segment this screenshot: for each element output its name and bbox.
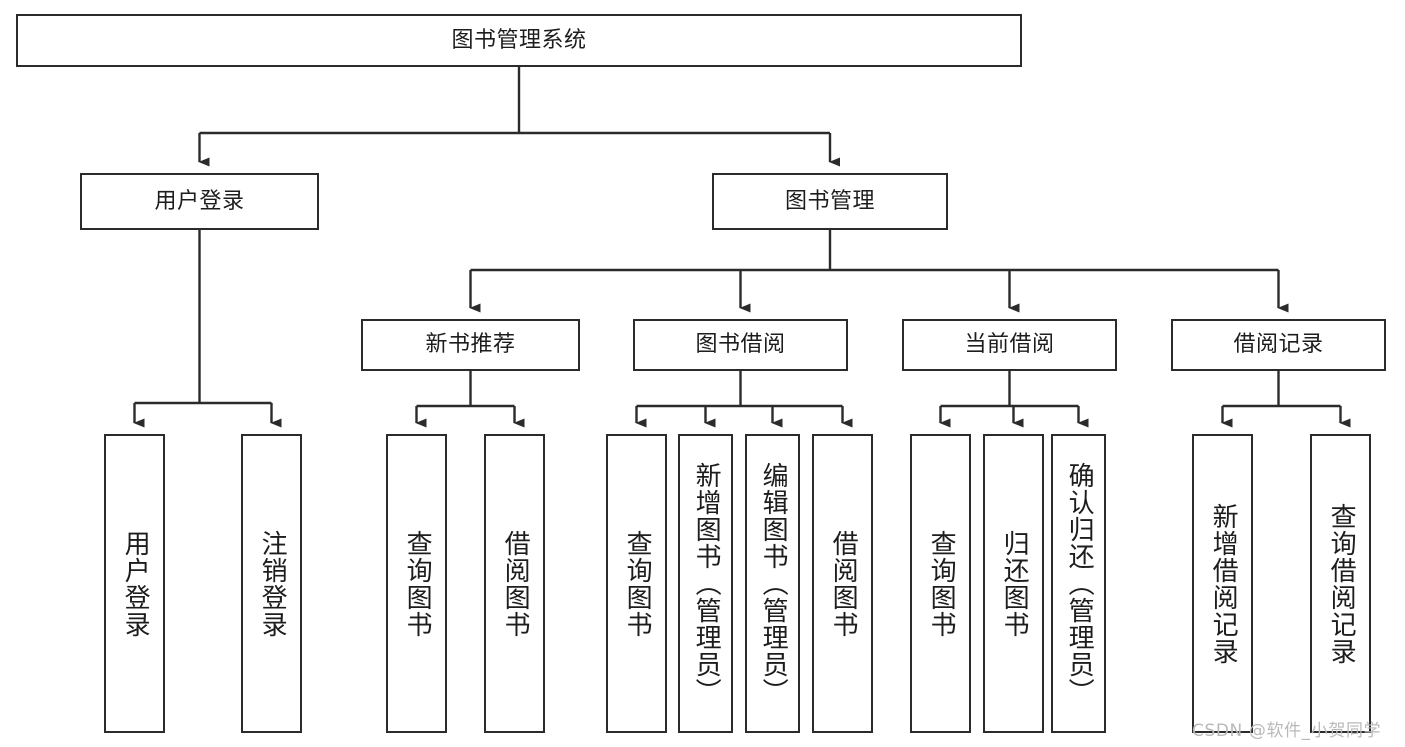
node-label: 确认归还（管理员） — [1064, 462, 1095, 705]
node-leaf-add-book[interactable]: 新增图书（管理员） — [678, 434, 733, 733]
node-current-borrow[interactable]: 当前借阅 — [902, 319, 1117, 371]
node-label: 借阅记录 — [1233, 332, 1324, 358]
node-leaf-query-book-2[interactable]: 查询图书 — [606, 434, 667, 733]
node-label: 注销登录 — [257, 529, 288, 638]
node-leaf-edit-book[interactable]: 编辑图书（管理员） — [745, 434, 800, 733]
node-leaf-query-book-3[interactable]: 查询图书 — [910, 434, 971, 733]
node-label: 编辑图书（管理员） — [758, 462, 789, 705]
node-leaf-user-logout[interactable]: 注销登录 — [241, 434, 302, 733]
node-label: 新增图书（管理员） — [691, 462, 722, 705]
node-book-manage[interactable]: 图书管理 — [712, 173, 948, 230]
node-label: 借阅图书 — [828, 529, 859, 638]
node-label: 查询图书 — [622, 529, 653, 638]
node-borrow-record[interactable]: 借阅记录 — [1171, 319, 1386, 371]
node-label: 新增借阅记录 — [1208, 502, 1239, 665]
node-label: 图书管理系统 — [451, 27, 587, 53]
node-leaf-user-login[interactable]: 用户登录 — [104, 434, 165, 733]
node-label: 查询借阅记录 — [1326, 502, 1357, 665]
node-label: 归还图书 — [999, 529, 1030, 638]
node-leaf-confirm-return[interactable]: 确认归还（管理员） — [1051, 434, 1106, 733]
node-new-book-rec[interactable]: 新书推荐 — [361, 319, 580, 371]
node-label: 新书推荐 — [425, 332, 516, 358]
node-leaf-borrow-book-2[interactable]: 借阅图书 — [812, 434, 873, 733]
node-leaf-query-record[interactable]: 查询借阅记录 — [1310, 434, 1371, 733]
node-label: 用户登录 — [154, 188, 245, 214]
node-label: 图书借阅 — [695, 332, 786, 358]
node-leaf-borrow-book-1[interactable]: 借阅图书 — [484, 434, 545, 733]
node-book-borrow[interactable]: 图书借阅 — [633, 319, 848, 371]
node-label: 借阅图书 — [500, 529, 531, 638]
node-user-login[interactable]: 用户登录 — [80, 173, 319, 230]
node-label: 当前借阅 — [964, 332, 1055, 358]
node-leaf-query-book-1[interactable]: 查询图书 — [386, 434, 447, 733]
node-label: 图书管理 — [784, 188, 875, 214]
node-label: 查询图书 — [926, 529, 957, 638]
node-leaf-return-book[interactable]: 归还图书 — [983, 434, 1044, 733]
node-root[interactable]: 图书管理系统 — [16, 14, 1022, 67]
node-label: 查询图书 — [402, 529, 433, 638]
node-label: 用户登录 — [120, 529, 151, 638]
node-leaf-add-record[interactable]: 新增借阅记录 — [1192, 434, 1253, 733]
